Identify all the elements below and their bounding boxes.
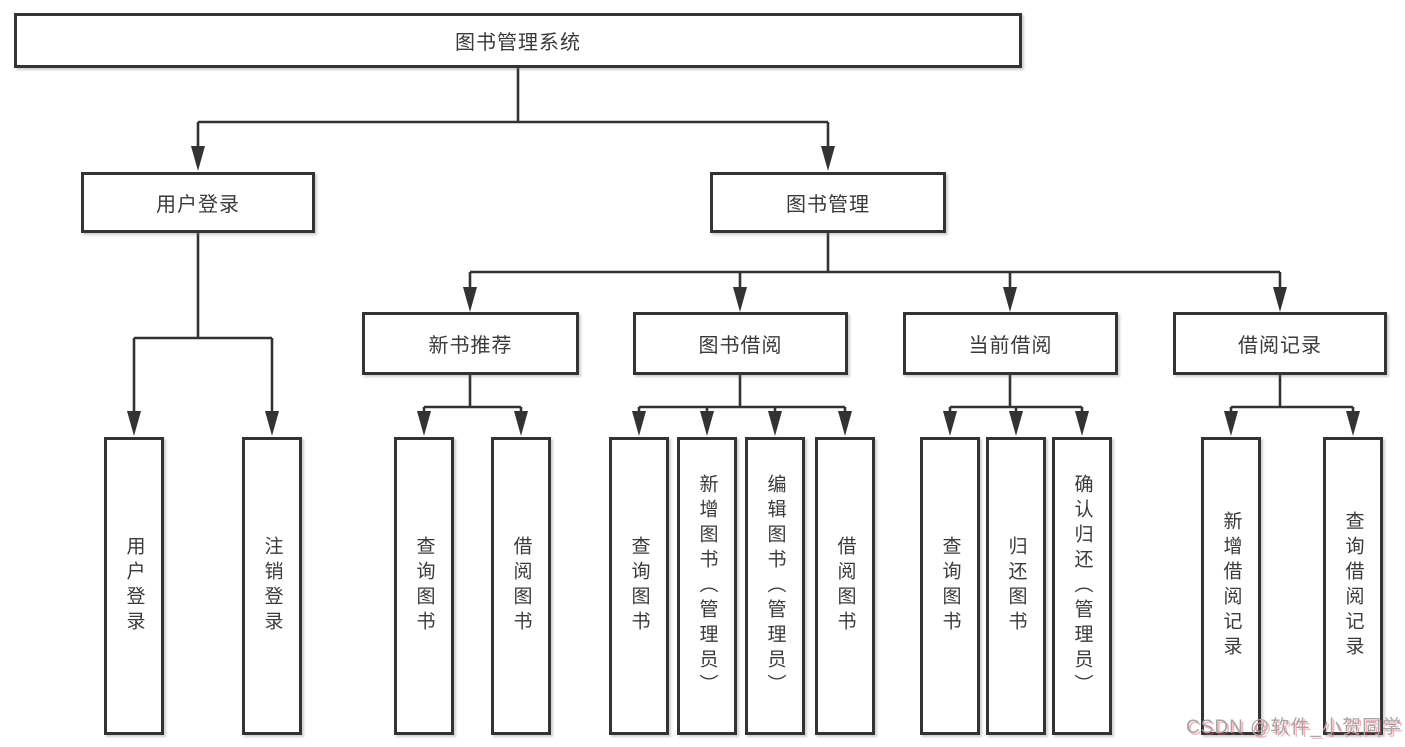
node-label: 查询图书	[413, 536, 435, 636]
leaf-newbook-borrow-books: 借阅图书	[491, 437, 551, 735]
node-label: 借阅图书	[834, 536, 856, 636]
node-label: 编辑图书（管理员）	[764, 473, 786, 699]
leaf-borrowing-add-books-admin: 新增图书（管理员）	[677, 437, 737, 735]
leaf-borrowing-edit-books-admin: 编辑图书（管理员）	[745, 437, 805, 735]
leaf-newbook-query-books: 查询图书	[394, 437, 454, 735]
leaf-logout: 注销登录	[242, 437, 302, 735]
node-label: 图书管理	[786, 194, 870, 216]
node-current-borrowing: 当前借阅	[903, 312, 1118, 375]
node-label: 借阅图书	[510, 536, 532, 636]
node-label: 确认归还（管理员）	[1071, 473, 1093, 699]
node-label: 当前借阅	[968, 335, 1053, 357]
node-label: 图书管理系统	[455, 32, 581, 54]
leaf-borrowing-query-books: 查询图书	[609, 437, 669, 735]
node-label: 注销登录	[261, 536, 283, 636]
node-label: 查询借阅记录	[1342, 511, 1364, 661]
leaf-current-return-books: 归还图书	[986, 437, 1046, 735]
node-label: 借阅记录	[1238, 335, 1322, 357]
node-root-system: 图书管理系统	[14, 13, 1022, 68]
leaf-user-login: 用户登录	[104, 437, 164, 735]
leaf-current-query-books: 查询图书	[920, 437, 980, 735]
csdn-watermark: CSDN @软件_小贺同学	[1186, 717, 1402, 738]
arrowhead-icons	[127, 146, 1360, 436]
node-label: 查询图书	[628, 536, 650, 636]
node-user-login: 用户登录	[81, 172, 315, 233]
node-label: 归还图书	[1005, 536, 1027, 636]
node-label: 用户登录	[156, 194, 240, 216]
node-label: 用户登录	[123, 536, 145, 636]
node-book-borrowing: 图书借阅	[633, 312, 848, 375]
node-book-management: 图书管理	[710, 172, 946, 233]
leaf-current-confirm-return-admin: 确认归还（管理员）	[1052, 437, 1112, 735]
node-new-book-recommend: 新书推荐	[362, 312, 579, 375]
node-label: 图书借阅	[698, 335, 783, 357]
node-label: 查询图书	[939, 536, 961, 636]
leaf-borrowing-borrow-books: 借阅图书	[815, 437, 875, 735]
leaf-records-query-borrow-record: 查询借阅记录	[1323, 437, 1383, 735]
node-borrowing-records: 借阅记录	[1173, 312, 1387, 375]
node-label: 新增图书（管理员）	[696, 473, 718, 699]
node-label: 新增借阅记录	[1220, 511, 1242, 661]
node-label: 新书推荐	[428, 335, 513, 357]
leaf-records-add-borrow-record: 新增借阅记录	[1201, 437, 1261, 735]
